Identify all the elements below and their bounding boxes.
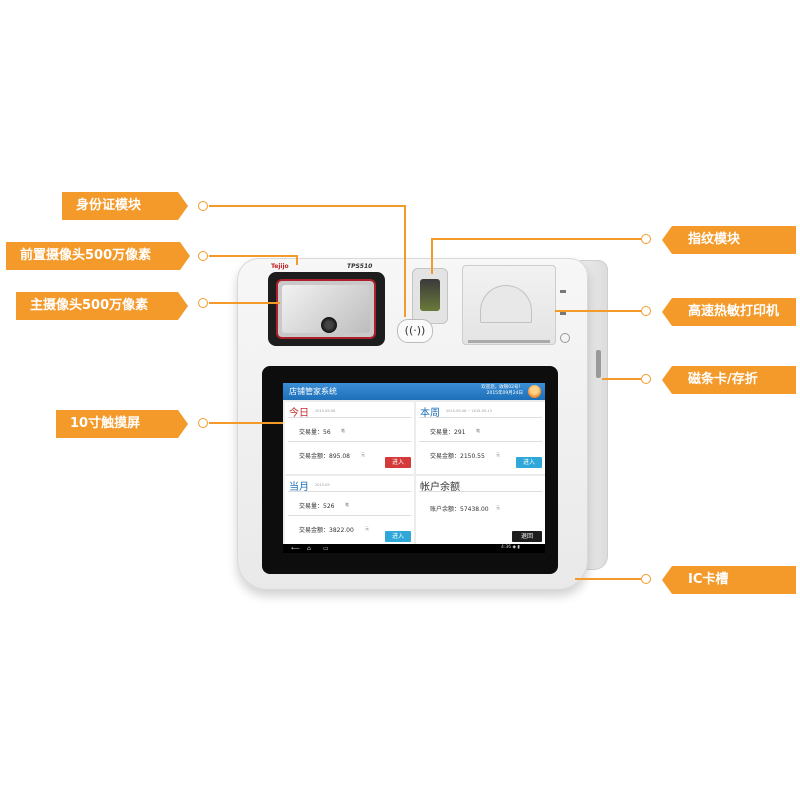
card-account: 帐户余额 账户余额：57438.00 元 退回 [416,476,545,548]
avatar[interactable] [528,385,541,398]
welcome-date: 2015年09月24日 [486,391,523,396]
card-title: 帐户余额 [420,482,460,493]
volume-field: 交易量：291 [430,429,466,436]
enter-button[interactable]: 进入 [516,457,542,468]
volume-unit: 笔 [345,502,349,507]
printer-indicator [560,290,566,293]
volume-field: 交易量：526 [299,503,335,510]
amount-unit: 元 [496,452,500,457]
callout-ic-slot: IC卡槽 [662,566,796,594]
connector-dot [198,251,208,261]
status-bar: 4:36 ◆ ▮ [501,545,520,550]
amount-unit: 元 [361,452,365,457]
system-navbar: ⟵ ⌂ ▭ 4:36 ◆ ▮ [283,544,545,553]
balance-field: 账户余额：57438.00 [430,506,489,513]
app-title: 店铺管家系统 [289,387,337,396]
enter-button[interactable]: 进入 [385,457,411,468]
connector-line [431,238,433,274]
recent-apps-icon[interactable]: ▭ [323,545,329,552]
connector-line [602,378,641,380]
card-date: 2015-09-06 ~ 2015-09-13 [446,409,492,413]
divider [419,441,542,442]
home-icon[interactable]: ⌂ [307,545,311,552]
connector-dot [641,574,651,584]
connector-line [575,578,641,580]
connector-line [209,255,297,257]
card-month: 当月 2015-09 交易量：526 笔 交易金额：3822.00 元 进入 [285,476,414,548]
connector-line [404,205,406,317]
connector-dot [198,418,208,428]
balance-unit: 元 [496,505,500,510]
camera-lens-icon [321,317,337,333]
callout-printer: 高速热敏打印机 [662,298,796,326]
card-title: 本周 [420,408,440,419]
connector-line [296,255,298,265]
printer-indicator [560,312,566,315]
amount-field: 交易金额：2150.55 [430,453,485,460]
fingerprint-sensor[interactable] [420,279,440,311]
back-icon[interactable]: ⟵ [291,545,300,552]
printer-lid[interactable] [480,285,532,323]
welcome-line: 欢迎您，收银02号！ [481,385,523,390]
enter-button[interactable]: 进入 [385,531,411,542]
app-header: 店铺管家系统 欢迎您，收银02号！ 2015年09月24日 [283,383,545,400]
printer-paper-slot [468,340,550,343]
card-today: 今日 2015-09-08 交易量：56 笔 交易金额：895.08 元 进入 [285,402,414,474]
volume-field: 交易量：56 [299,429,331,436]
connector-dot [198,201,208,211]
callout-id-module: 身份证模块 [62,192,188,220]
divider [288,491,411,492]
callout-magnetic-card: 磁条卡/存折 [662,366,796,394]
card-title: 当月 [289,482,309,493]
model-name: TPS510 [347,263,373,270]
welcome-text: 欢迎您，收银02号！ 2015年09月24日 [477,385,523,397]
volume-unit: 笔 [341,428,345,433]
amount-field: 交易金额：3822.00 [299,527,354,534]
connector-line [209,205,405,207]
volume-unit: 笔 [476,428,480,433]
callout-fingerprint: 指纹模块 [662,226,796,254]
connector-dot [198,298,208,308]
printer-button[interactable] [560,333,570,343]
divider [288,515,411,516]
magnetic-card-slot[interactable] [596,350,601,378]
connector-line [209,422,283,424]
connector-line [431,238,641,240]
connector-dot [641,374,651,384]
return-button[interactable]: 退回 [512,531,542,542]
card-date: 2015-09 [315,483,330,487]
amount-unit: 元 [365,526,369,531]
connector-dot [641,306,651,316]
card-date: 2015-09-08 [315,409,336,413]
card-title: 今日 [289,408,309,419]
divider [288,441,411,442]
connector-line [555,310,641,312]
callout-touchscreen: 10寸触摸屏 [56,410,188,438]
nfc-icon: ((·)) [397,319,433,343]
callout-main-camera: 主摄像头500万像素 [16,292,188,320]
touchscreen[interactable]: 店铺管家系统 欢迎您，收银02号！ 2015年09月24日 今日 2015-09… [283,383,545,553]
card-week: 本周 2015-09-06 ~ 2015-09-13 交易量：291 笔 交易金… [416,402,545,474]
connector-dot [641,234,651,244]
divider [419,417,542,418]
divider [419,491,542,492]
amount-field: 交易金额：895.08 [299,453,350,460]
connector-line [209,302,280,304]
callout-front-camera: 前置摄像头500万像素 [6,242,190,270]
brand-logo: Tejijo [271,263,289,270]
divider [288,417,411,418]
